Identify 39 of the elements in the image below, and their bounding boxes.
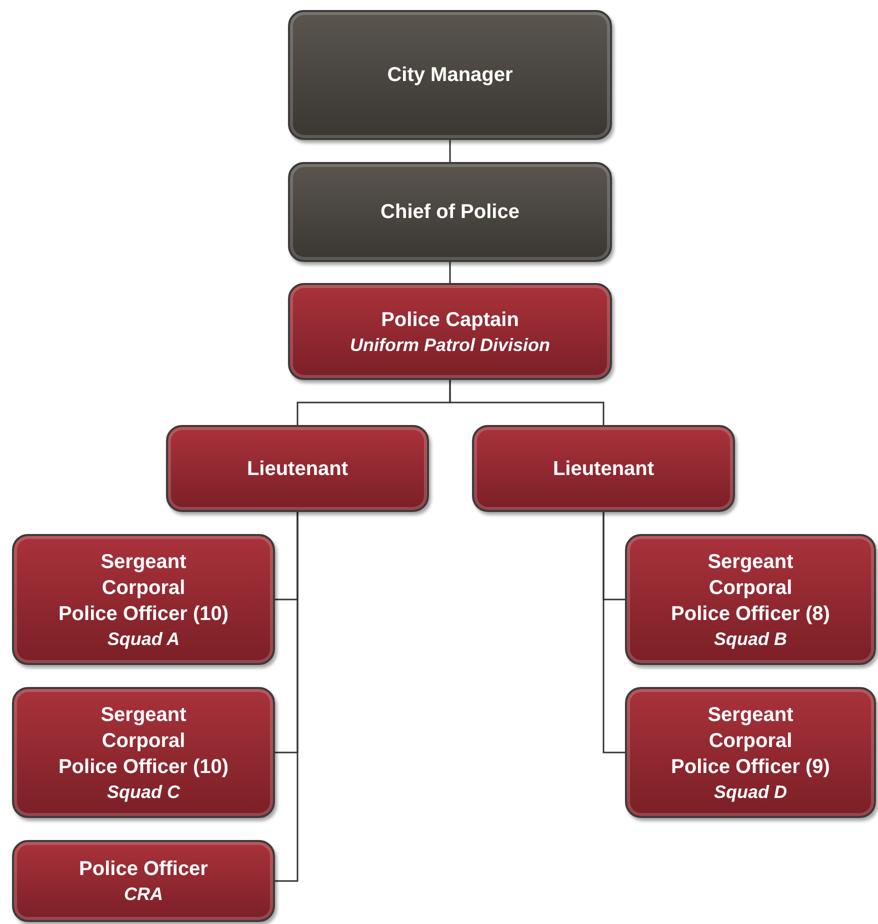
position-title: Corporal	[102, 728, 186, 754]
unit-name: Squad B	[714, 628, 787, 650]
unit-name: Squad C	[106, 780, 180, 804]
org-chart-box	[12, 840, 275, 922]
connector-line	[449, 262, 451, 283]
position-title: Sergeant	[100, 702, 186, 728]
org-chart-box	[288, 162, 612, 262]
position-title: Sergeant	[708, 702, 794, 728]
connector-line	[275, 512, 298, 882]
position-title: Sergeant	[100, 550, 186, 574]
position-title: Corporal	[708, 576, 792, 600]
position-title: Lieutenant	[552, 456, 654, 482]
org-chart-box	[12, 534, 275, 665]
unit-name: Squad D	[714, 780, 787, 804]
connector-line	[449, 140, 451, 162]
position-title: Police Captain	[381, 308, 519, 332]
org-chart-box	[625, 534, 876, 665]
org-chart-box	[472, 425, 735, 512]
org-chart-box	[166, 425, 429, 512]
position-title: Corporal	[102, 576, 186, 600]
unit-name: CRA	[124, 883, 163, 906]
org-chart-box	[288, 10, 612, 140]
org-chart-box	[625, 687, 876, 818]
position-title: Police Officer (9)	[671, 754, 830, 780]
position-title: Sergeant	[708, 550, 794, 574]
position-title: Police Officer	[79, 857, 208, 882]
connector-line	[449, 380, 604, 425]
position-title: Police Officer (8)	[671, 602, 830, 626]
position-title: City Manager	[387, 63, 513, 88]
position-title: Chief of Police	[380, 200, 520, 225]
org-chart-box	[288, 283, 612, 380]
position-title: Police Officer (10)	[58, 754, 229, 780]
position-title: Police Officer (10)	[58, 602, 229, 626]
connector-line	[602, 512, 625, 754]
position-title: Lieutenant	[246, 456, 348, 482]
position-title: Corporal	[708, 728, 792, 754]
org-chart-box	[12, 687, 275, 818]
unit-name: Uniform Patrol Division	[350, 334, 550, 356]
unit-name: Squad A	[107, 628, 180, 650]
